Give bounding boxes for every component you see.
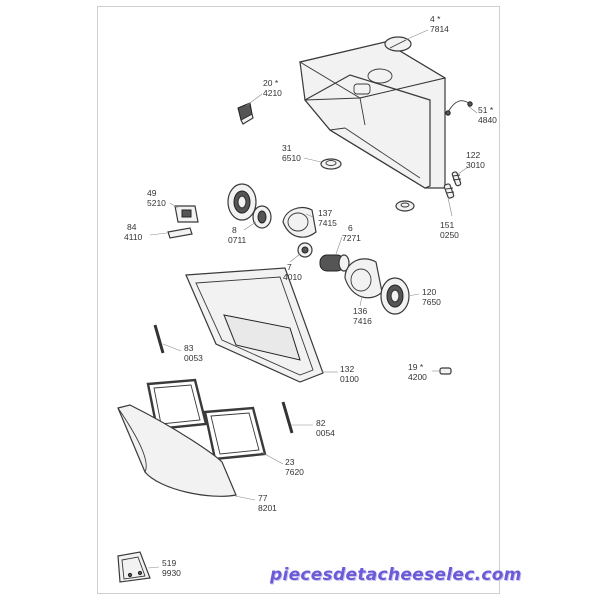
label-ref: 49 [147,188,157,198]
diagram-frame [97,6,500,594]
part-51-cable [445,100,473,116]
part-23-filter-right [203,406,267,461]
label-ref: 31 [282,143,292,153]
site-watermark: piecesdetacheeselec.com [270,565,522,585]
label-code: 4210 [263,88,282,98]
label-ref: 4 * [430,14,441,24]
part-519-bracket [117,551,151,583]
part-122-spring [451,171,462,187]
label-ref: 8 [232,225,237,235]
label-ref: 136 [353,306,367,316]
part-23-filter-left [146,378,208,431]
part-19-plug [439,367,452,375]
label-code: 8201 [258,503,277,513]
label-code: 0711 [228,235,247,245]
part-31-collar [320,158,342,170]
label-code: 7650 [422,297,441,307]
part-4-disc [384,36,412,52]
label-ref: 20 * [263,78,279,88]
part-82-rod [281,401,294,434]
label-ref: 77 [258,493,268,503]
label-code: 0053 [184,353,203,363]
outlet-ring [395,200,415,212]
leader-lines [147,29,478,569]
part-6-motor [319,254,350,272]
label-ref: 120 [422,287,436,297]
label-ref: 23 [285,457,295,467]
label-code: 9930 [162,568,181,578]
label-code: 4110 [124,232,143,242]
part-83-rod [153,324,165,354]
label-code: 7271 [342,233,361,243]
part-20-clip [237,102,254,125]
label-ref: 122 [466,150,480,160]
part-8-ring [252,205,272,229]
label-ref: 137 [318,208,332,218]
label-code: 4010 [283,272,302,282]
label-code: 4840 [478,115,497,125]
label-ref: 519 [162,558,176,568]
part-labels: 4 * 7814 20 * 4210 51 * 4840 31 6510 122… [124,14,497,578]
part-137-volute [282,207,317,238]
label-code: 7814 [430,24,449,34]
label-code: 7415 [318,218,337,228]
part-84-cover [167,227,193,239]
part-136-blower-housing [344,258,383,299]
label-ref: 82 [316,418,326,428]
label-ref: 151 [440,220,454,230]
label-code: 3010 [466,160,485,170]
hood-body-drawing [298,41,447,189]
part-49-control-board [174,205,199,223]
label-ref: 51 * [478,105,494,115]
part-77-front-panel [117,404,237,497]
label-code: 4200 [408,372,427,382]
label-code: 7620 [285,467,304,477]
part-7-impeller [297,242,313,258]
label-code: 7416 [353,316,372,326]
label-ref: 83 [184,343,194,353]
part-151-spring [443,183,455,199]
label-code: 5210 [147,198,166,208]
label-ref: 19 * [408,362,424,372]
label-code: 0100 [340,374,359,384]
part-132-glass-panel [185,267,324,383]
blower-ring-left [227,183,257,221]
label-ref: 6 [348,223,353,233]
label-code: 0250 [440,230,459,240]
label-code: 6510 [282,153,301,163]
label-code: 0054 [316,428,335,438]
label-ref: 7 [287,262,292,272]
part-120-ring [380,277,410,315]
label-ref: 132 [340,364,354,374]
label-ref: 84 [127,222,137,232]
